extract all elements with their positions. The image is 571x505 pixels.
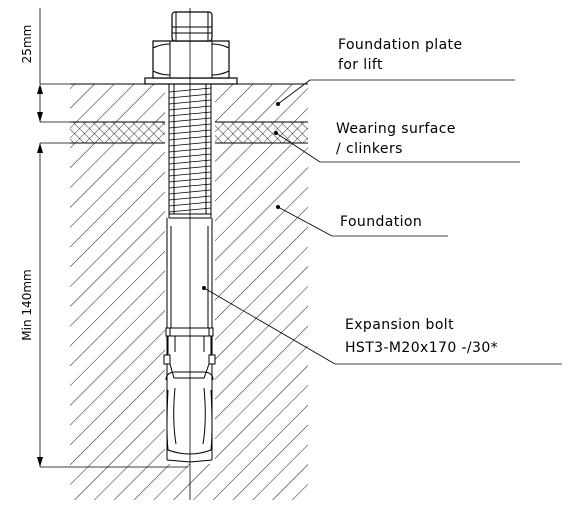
expansion-sleeve xyxy=(163,327,216,463)
label-expansion-bolt-line1: Expansion bolt xyxy=(345,317,454,333)
dimension-lines xyxy=(37,8,188,468)
dim-embedment-depth: Min 140mm xyxy=(20,269,34,340)
label-wearing-surface-line1: Wearing surface xyxy=(336,121,456,137)
nut xyxy=(152,40,230,79)
label-foundation-plate-line1: Foundation plate xyxy=(338,37,462,53)
washer xyxy=(144,77,238,85)
bolt-top xyxy=(171,11,213,42)
label-expansion-bolt-line2: HST3-M20x170 -/30* xyxy=(345,340,498,356)
dim-plate-height: 25mm xyxy=(20,25,34,64)
label-foundation: Foundation xyxy=(340,214,422,230)
label-foundation-plate-line2: for lift xyxy=(338,57,383,73)
leader-lines xyxy=(202,79,562,365)
label-wearing-surface-line2: / clinkers xyxy=(336,141,403,157)
